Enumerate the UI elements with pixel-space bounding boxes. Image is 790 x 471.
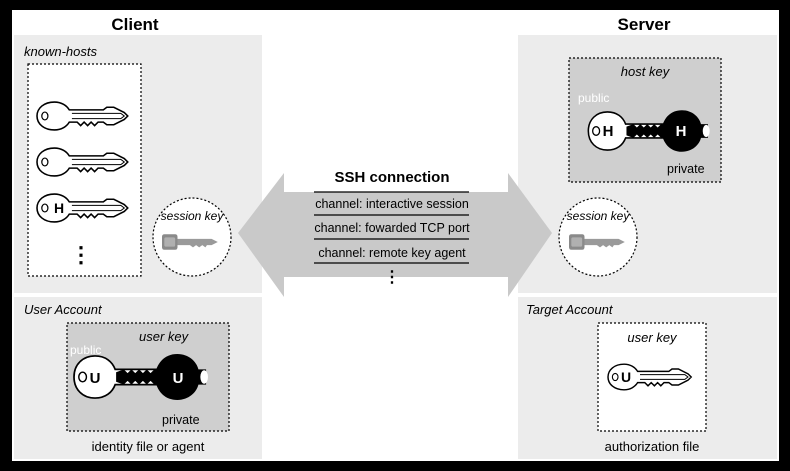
authorized-user-key-label: user key <box>627 330 678 345</box>
target-account-label: Target Account <box>526 302 614 317</box>
authorized-user-key-letter: U <box>621 369 631 385</box>
host-key-public-letter: H <box>603 123 614 140</box>
user-key-label: user key <box>139 329 190 344</box>
client-title: Client <box>111 15 159 34</box>
known-hosts-more-marker: ⋮ <box>70 242 92 267</box>
channel-more-marker: ⋮ <box>384 269 400 286</box>
channel-interactive-session: channel: interactive session <box>315 197 469 211</box>
user-account-label: User Account <box>24 302 103 317</box>
ssh-connection-title: SSH connection <box>334 169 449 186</box>
known-host-key-letter: H <box>54 200 64 216</box>
known-hosts-label: known-hosts <box>24 44 97 59</box>
host-key-label: host key <box>621 64 671 79</box>
host-key-private-letter: H <box>676 123 687 140</box>
client-session-key-label: session key <box>161 209 225 223</box>
diagram-stage: Client Server SSH connection channel: in… <box>12 10 779 461</box>
ssh-architecture-diagram: Client Server SSH connection channel: in… <box>14 15 777 459</box>
server-title: Server <box>618 15 671 34</box>
authorization-file-caption: authorization file <box>605 439 700 454</box>
channel-remote-key-agent: channel: remote key agent <box>318 246 466 260</box>
identity-file-caption: identity file or agent <box>92 439 205 454</box>
user-key-public-label: public <box>70 343 101 357</box>
ssh-connection-arrow <box>238 173 552 297</box>
user-key-private-letter: U <box>173 370 184 387</box>
user-key-public-letter: U <box>90 370 101 387</box>
host-key-public-label: public <box>578 91 609 105</box>
user-key-private-label: private <box>162 413 200 427</box>
server-session-key-label: session key <box>567 209 631 223</box>
channel-forwarded-tcp-port: channel: fowarded TCP port <box>314 221 470 235</box>
server-session-key-circle <box>558 197 638 277</box>
client-session-key-circle <box>152 197 232 277</box>
host-key-private-label: private <box>667 162 705 176</box>
